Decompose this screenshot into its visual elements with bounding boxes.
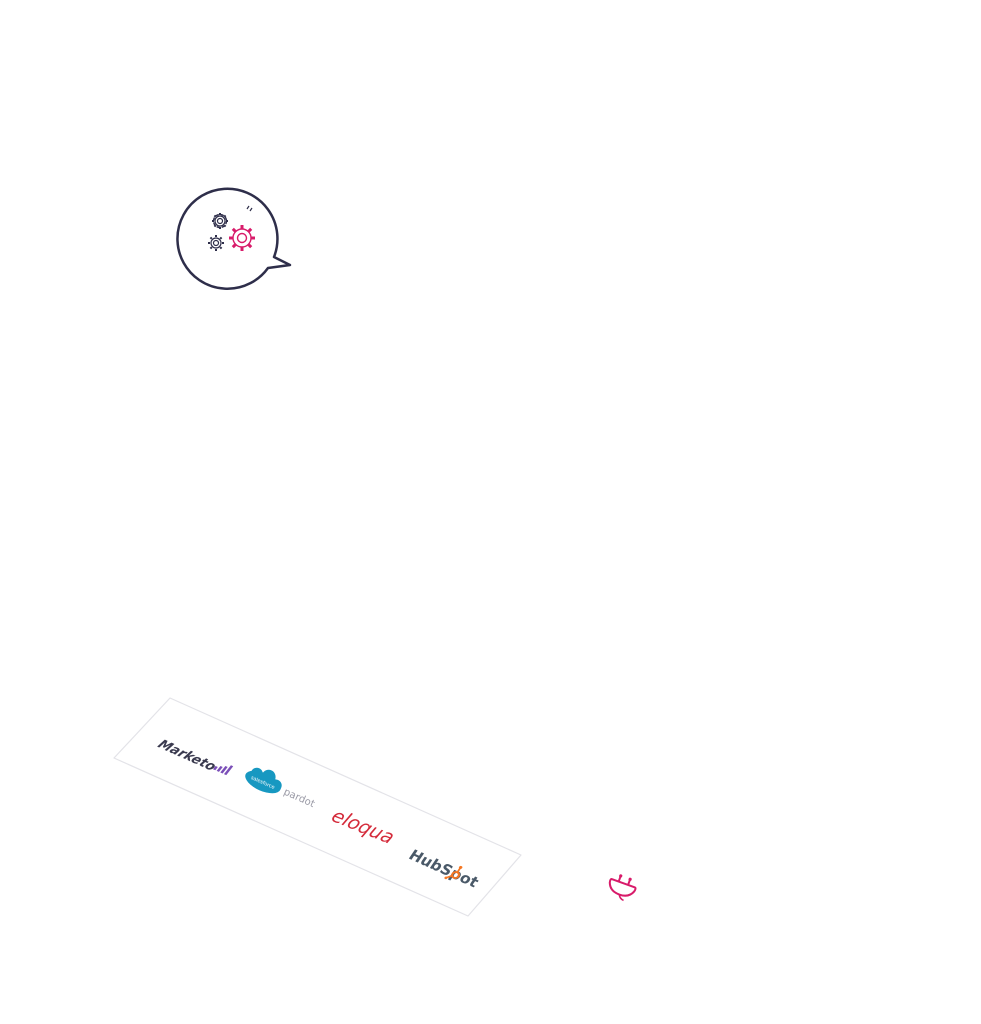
hubspot-sprocket-icon [444,865,463,880]
marketo-bars-icon [213,765,234,776]
small-gear-icon [212,213,228,229]
pink-gear-icon [229,225,255,251]
speech-bubble-icon [176,187,292,290]
salesforce-pardot-logo: salesforce pardot [245,767,316,810]
plug-icon [608,874,637,902]
gears-icon [208,213,255,251]
salesforce-cloud-icon: salesforce [245,767,282,794]
integrations-card [113,697,522,917]
left-gear-icon [208,235,224,251]
